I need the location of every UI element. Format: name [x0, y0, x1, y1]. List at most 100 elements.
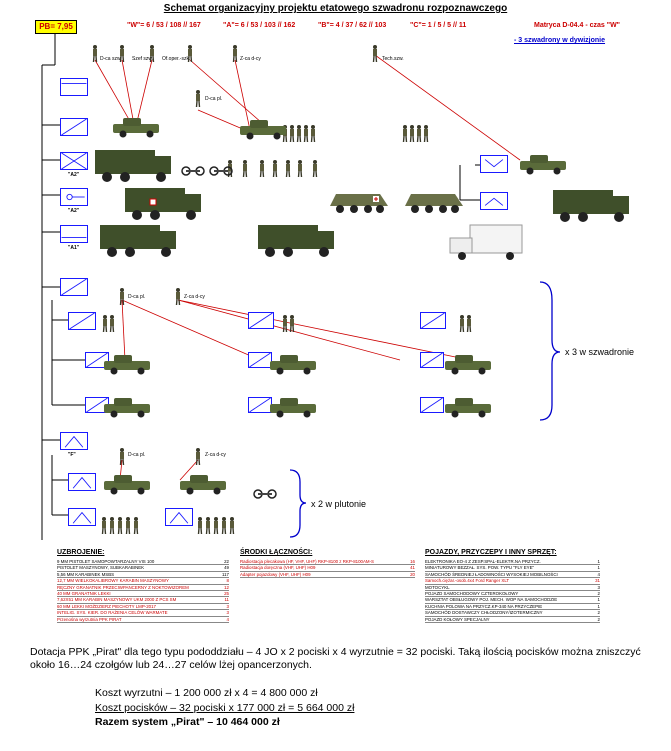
- row-qty: 4: [597, 571, 600, 577]
- section-symbol-1: [85, 352, 109, 368]
- row-name: SAMOCHÓD DOSTAWCZY CHŁODZONY/IZOTERMICZN…: [425, 610, 543, 616]
- table-row: PISTOLET MASZYNOWY, SUBKARABINEK 49: [57, 565, 229, 572]
- vehicles-header: POJAZDY, PRZYCZEPY I INNY SPRZĘT:: [425, 549, 557, 556]
- label-dca-szw: D-ca szw.: [100, 56, 122, 62]
- table-row: Przenośna wyrzutnia PPK PIRAT 4: [57, 617, 229, 623]
- label-zca-dcy-2: Z-ca d-cy: [184, 294, 205, 300]
- footer-dotation: Dotacja PPK „Pirat" dla tego typu pododd…: [30, 646, 641, 671]
- support-symbol: [60, 152, 88, 170]
- symbol-label-a2b: "A2": [68, 208, 80, 214]
- atgm-section-symbol-3: [165, 508, 193, 526]
- table-row: Samoch.ciężar.-osob.4x4 Ford Ranger XLT 3…: [425, 578, 600, 585]
- vehicles-table: POJAZDY, PRZYCZEPY I INNY SPRZĘT: ELEKTR…: [425, 549, 600, 623]
- section-symbol-4: [420, 352, 444, 368]
- row-qty: 20: [410, 571, 415, 577]
- row-name: MINIATUROWY BEZZAŁ. SYS. POW. TYPU "FLY …: [425, 565, 535, 571]
- table-row: Radiostacja doręczna (VHF, UHF) H09 41: [240, 565, 415, 572]
- row-name: PISTOLET MASZYNOWY, SUBKARABINEK: [57, 565, 145, 571]
- platoon-recon-symbol-3: [420, 312, 446, 329]
- row-qty: 16: [410, 559, 415, 564]
- row-name: 12,7 MM WIELKOKALIBROWY KARABIN MASZYNOW…: [57, 578, 169, 584]
- org-connectors: [41, 33, 561, 540]
- row-qty: 12: [224, 584, 229, 590]
- table-row: SAMOCHÓD DOSTAWCZY CHŁODZONY/IZOTERMICZN…: [425, 610, 600, 617]
- table-row: Adapter pojazdowy (VHF, UHF) H09 20: [240, 571, 415, 579]
- label-dca-pl-2: D-ca pl.: [128, 294, 146, 300]
- row-name: 60 MM LEKKI MOŹDZIERZ PIECHOTY LMP-2017: [57, 603, 156, 609]
- label-of-oper: Of.oper.-szk.: [162, 56, 191, 62]
- squadrons-note: - 3 szwadrony w dywizjonie: [514, 37, 606, 44]
- row-qty: 31: [595, 578, 600, 584]
- label-zca-dcy-3: Z-ca d-cy: [205, 452, 226, 458]
- row-name: 5,56 MM KARABINEK MSBS: [57, 571, 115, 577]
- row-name: ELEKTRONIKA EO-4 Z ZESP.SPAL-ELEKTR.NA P…: [425, 559, 541, 564]
- row-qty: 2: [597, 590, 600, 596]
- brace-x3: x 3 w szwadronie: [565, 347, 635, 357]
- table-row: Radiostacja plecakowa (HF, VHF, UHF) RKP…: [240, 559, 415, 566]
- atgm-section-symbol-1: [68, 473, 96, 491]
- row-qty: 11: [224, 597, 229, 603]
- row-qty: 1: [597, 597, 600, 603]
- medical-symbol: [60, 188, 88, 206]
- row-name: Samoch.ciężar.-osob.4x4 Ford Ranger XLT: [425, 578, 510, 584]
- row-qty: 8: [226, 578, 229, 584]
- row-qty: 1: [597, 603, 600, 609]
- row-qty: 41: [410, 565, 415, 571]
- row-qty: 1: [597, 559, 600, 564]
- row-name: 40 MM GRANATNIK LEKKI: [57, 590, 111, 596]
- table-row: INTELIG. SYS. KIER. DO RAŻENIA CELÓW WAR…: [57, 610, 229, 617]
- w-strength: "W"= 6 / 53 / 108 // 167: [127, 22, 201, 29]
- row-qty: 4: [226, 616, 229, 622]
- row-qty: 2: [597, 616, 600, 622]
- section-symbol-3: [248, 352, 272, 368]
- table-row: WARSZTAT OBSŁUGOWY POJ. MECH. WOP NA SAM…: [425, 597, 600, 604]
- row-name: Radiostacja doręczna (VHF, UHF) H09: [240, 565, 316, 571]
- row-qty: 3: [597, 584, 600, 590]
- a-strength: "A"= 6 / 53 / 103 // 162: [223, 22, 296, 29]
- row-qty: 1: [597, 565, 600, 571]
- platoon-recon-symbol: [68, 312, 96, 330]
- row-name: MOTOCYKL: [425, 584, 450, 590]
- row-qty: 49: [224, 565, 229, 571]
- maintenance-symbol: [480, 155, 508, 173]
- section-symbol-5: [248, 397, 272, 413]
- row-name: 9 MM PISTOLET SAMOPOWTARZALNY VIS 100: [57, 559, 155, 564]
- matrix-label: Matryca D-04.4 - czas "W": [534, 22, 621, 29]
- section-symbol-6: [420, 397, 444, 413]
- atgm-section-symbol-2: [68, 508, 96, 526]
- row-name: WARSZTAT OBSŁUGOWY POJ. MECH. WOP NA SAM…: [425, 597, 558, 603]
- row-name: Przenośna wyrzutnia PPK PIRAT: [57, 616, 122, 622]
- label-zca-dcy: Z-ca d-cy: [240, 56, 261, 62]
- row-name: Adapter pojazdowy (VHF, UHF) H09: [240, 571, 311, 577]
- table-row: 7,62X51 MM KARABIN MASZYNOWY UKM 2000 Z …: [57, 597, 229, 604]
- table-row: RĘCZNY GRANATNIK PRZECIWPANCERNY Z NOKTO…: [57, 585, 229, 591]
- footer-cost-missiles: Koszt pocisków – 32 pociski x 177 000 zł…: [95, 702, 355, 714]
- row-qty: 22: [224, 559, 229, 564]
- label-szef-szw: Szef szw.: [132, 56, 154, 62]
- label-dca-pl: D-ca pl.: [205, 96, 223, 102]
- symbol-label-a2: "A2": [68, 172, 80, 178]
- footer-cost-launchers: Koszt wyrzutni – 1 200 000 zł x 4 = 4 80…: [95, 687, 318, 699]
- table-row: 9 MM PISTOLET SAMOPOWTARZALNY VIS 100 22: [57, 559, 229, 566]
- row-qty: 3: [226, 610, 229, 616]
- table-row: MOTOCYKL 3: [425, 585, 600, 591]
- symbol-label-a1b: "A1": [68, 245, 80, 251]
- footer-total: Razem system „Pirat" – 10 464 000 zł: [95, 716, 280, 728]
- label-tech-szw: Tech.szw.: [382, 56, 404, 62]
- table-row: POJAZD KOŁOWY SPECJALNY 2: [425, 617, 600, 623]
- page-title: Schemat organizacyjny projektu etatowego…: [163, 3, 508, 14]
- engineer-symbol: [480, 192, 508, 210]
- supply-symbol: [60, 225, 88, 243]
- table-row: ELEKTRONIKA EO-4 Z ZESP.SPAL-ELEKTR.NA P…: [425, 559, 600, 566]
- weapons-table: UZBROJENIE: 9 MM PISTOLET SAMOPOWTARZALN…: [57, 549, 229, 623]
- table-row: KUCHNIA POLOWA NA PRZYCZ.KP-340 NA PRZYC…: [425, 603, 600, 611]
- platoon-hq-symbol: [60, 278, 88, 296]
- table-row: POJAZD SAMOCHODOWY CZTEROKOŁOWY 2: [425, 590, 600, 598]
- row-name: POJAZD SAMOCHODOWY CZTEROKOŁOWY: [425, 590, 519, 596]
- platoon-recon-symbol-2: [248, 312, 274, 329]
- row-name: POJAZD KOŁOWY SPECJALNY: [425, 616, 490, 622]
- row-name: INTELIG. SYS. KIER. DO RAŻENIA CELÓW WAR…: [57, 610, 168, 616]
